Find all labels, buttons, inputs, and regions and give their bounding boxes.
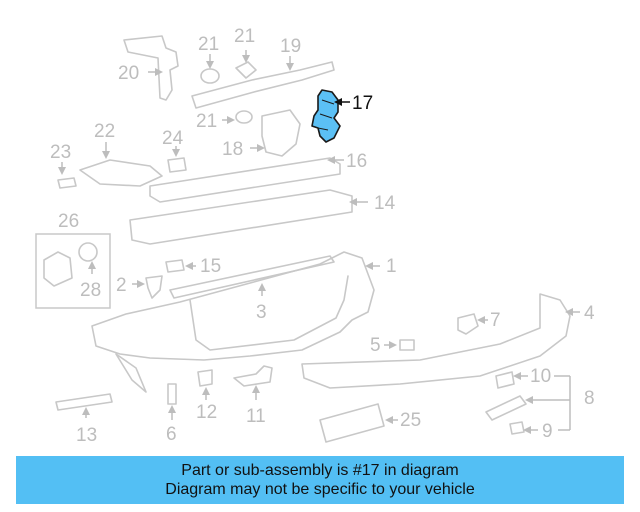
part-12-clip	[197, 369, 213, 387]
part-9-bolt	[509, 421, 525, 435]
callout-21-upper: 21	[198, 34, 219, 55]
callout-18: 18	[222, 139, 243, 160]
part-16-absorber	[149, 157, 341, 203]
part-18-bracket	[261, 109, 301, 157]
callout-11: 11	[246, 406, 266, 427]
part-21-clip-lower	[235, 110, 253, 124]
callout-28: 28	[80, 280, 101, 301]
part-8-reflector	[485, 395, 527, 421]
part-4-valance	[301, 293, 571, 389]
callout-21-lower: 21	[196, 111, 217, 132]
part-20-bracket	[123, 35, 179, 101]
callout-13: 13	[76, 425, 97, 446]
callout-2: 2	[116, 275, 127, 296]
part-19-reinforcement	[191, 61, 335, 109]
callout-15: 15	[200, 256, 221, 277]
callout-3: 3	[256, 302, 267, 323]
parts-diagram: 20 21 21 19 21 18 17 24 22 23 16	[35, 26, 595, 446]
part-21-clip-upper	[200, 68, 220, 84]
part-6-bolt	[167, 383, 177, 405]
callout-1: 1	[386, 256, 397, 277]
callout-17: 17	[352, 93, 373, 114]
part-1-bumper-cover	[91, 251, 375, 361]
callout-27: 26	[58, 211, 79, 232]
part-24-bolt	[57, 177, 77, 189]
callout-16: 16	[346, 151, 367, 172]
part-14-impact-bar	[129, 189, 353, 245]
callout-7: 7	[490, 310, 501, 331]
callout-14: 14	[374, 193, 396, 214]
part-22-fastener	[235, 61, 257, 79]
part-23-bracket	[79, 159, 163, 187]
callout-20: 20	[118, 63, 139, 84]
part-13-strip	[55, 393, 113, 411]
part-25-plug	[167, 157, 187, 173]
callout-4: 4	[584, 303, 595, 324]
callout-12: 12	[196, 402, 217, 423]
part-5-screw	[399, 339, 415, 351]
callout-23: 22	[94, 121, 115, 142]
banner-line-1: Part or sub-assembly is #17 in diagram	[181, 462, 459, 479]
part-11-bracket	[233, 365, 273, 387]
callout-9: 9	[542, 421, 553, 442]
callout-26: 25	[400, 410, 421, 431]
callout-10: 10	[530, 366, 551, 387]
callout-22: 21	[234, 26, 255, 47]
callout-5: 5	[370, 335, 381, 356]
callout-19: 19	[280, 36, 301, 57]
part-3-trim	[169, 255, 335, 299]
part-7-bracket	[457, 313, 479, 335]
callout-24: 23	[50, 142, 71, 163]
banner-line-2: Diagram may not be specific to your vehi…	[165, 481, 475, 498]
info-banner: Part or sub-assembly is #17 in diagram D…	[16, 456, 624, 504]
callout-8: 8	[584, 388, 595, 409]
part-26-license-bracket	[319, 403, 385, 443]
part-2-fastener	[145, 275, 163, 299]
part-27-box	[35, 233, 111, 309]
callout-6: 6	[166, 424, 177, 445]
part-15-bolt	[165, 259, 185, 273]
callout-25: 24	[162, 128, 184, 149]
part-10-clip	[495, 371, 515, 389]
